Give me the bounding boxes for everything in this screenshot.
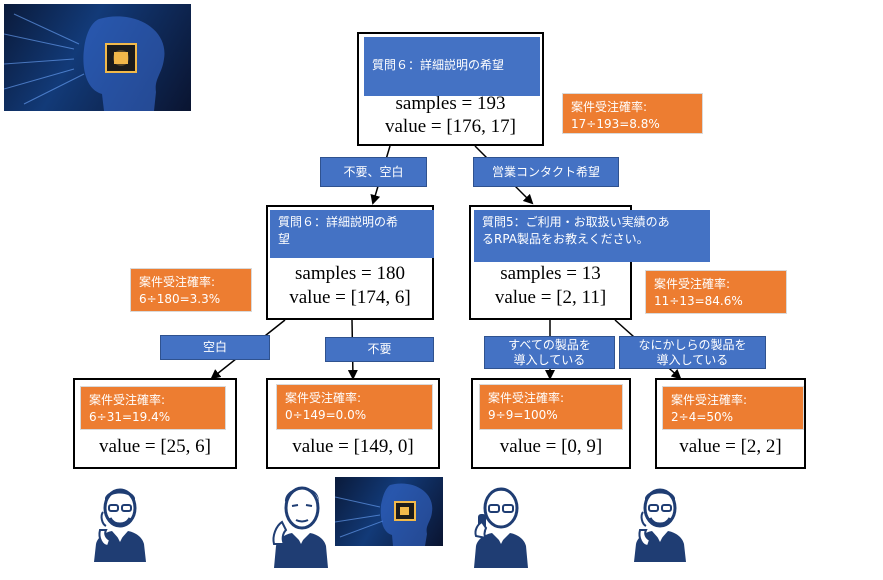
leaf-4-rate-value: 2÷4=50% [671, 410, 734, 424]
edge-label-rl-line1: すべての製品を [508, 338, 591, 352]
left-question: 質問６：詳細説明の希 望 [270, 210, 434, 258]
right-rate-value: 11÷13=84.6% [654, 294, 743, 308]
left-question-line1: 質問６：詳細説明の希 [278, 215, 399, 229]
leaf-1-rate: 案件受注確率: 6÷31=19.4% [80, 386, 226, 430]
edge-label-lr: 不要 [325, 337, 434, 362]
root-samples: samples = 193 [395, 93, 506, 114]
leaf-2-value: value = [149, 0] [292, 436, 414, 457]
left-rate-value: 6÷180=3.3% [139, 292, 221, 306]
customer-headset-icon-1 [94, 488, 146, 562]
leaf-3-value: value = [0, 9] [499, 436, 603, 457]
customer-thinking-icon-2 [272, 486, 328, 568]
left-question-line2: 望 [278, 232, 291, 246]
leaf-3-rate-value: 9÷9=100% [488, 408, 558, 422]
right-rate-title: 案件受注確率: [654, 277, 731, 291]
leaf-4-value: value = [2, 2] [679, 436, 782, 457]
edge-label-rr: なにかしらの製品を 導入している [619, 336, 766, 369]
right-question-line1: 質問5：ご利用・お取扱い実績のあ [482, 215, 670, 229]
edge-label-rr-line1: なにかしらの製品を [638, 338, 747, 352]
edge-label-rr-line2: 導入している [656, 353, 729, 367]
leaf-4-rate-title: 案件受注確率: [671, 393, 748, 407]
root-question-text: 質問６：詳細説明の希望 [372, 58, 505, 72]
left-samples: samples = 180 [295, 263, 405, 284]
right-value: value = [2, 11] [494, 287, 607, 308]
leaf-4-rate: 案件受注確率: 2÷4=50% [662, 386, 804, 430]
right-question: 質問5：ご利用・お取扱い実績のあ るRPA製品をお教えください。 [474, 210, 710, 262]
left-rate: 案件受注確率: 6÷180=3.3% [130, 268, 252, 312]
leaf-3-rate: 案件受注確率: 9÷9=100% [479, 384, 623, 430]
edge-label-rl: すべての製品を 導入している [484, 336, 615, 369]
root-question: 質問６：詳細説明の希望 [364, 37, 540, 96]
edge-label-ll: 空白 [160, 335, 270, 360]
leaf-2-rate-value: 0÷149=0.0% [285, 408, 367, 422]
leaf-1-rate-title: 案件受注確率: [89, 393, 166, 407]
left-value: value = [174, 6] [289, 287, 411, 308]
root-rate-value: 17÷193=8.8% [571, 117, 660, 131]
leaf-1-rate-value: 6÷31=19.4% [89, 410, 171, 424]
edge-label-rl-line2: 導入している [513, 353, 586, 367]
edge-label-right: 営業コンタクト希望 [473, 157, 619, 187]
leaf-1-value: value = [25, 6] [98, 436, 211, 457]
customer-phone-icon-3 [474, 487, 528, 568]
leaf-2-rate: 案件受注確率: 0÷149=0.0% [276, 384, 433, 430]
leaf-3-rate-title: 案件受注確率: [488, 391, 565, 405]
root-value: value = [176, 17] [384, 116, 516, 137]
ai-brain-art-small [335, 483, 433, 546]
ai-brain-art [4, 13, 165, 111]
right-samples: samples = 13 [500, 263, 601, 284]
root-rate-title: 案件受注確率: [571, 100, 648, 114]
right-question-line2: るRPA製品をお教えください。 [482, 232, 649, 246]
right-rate: 案件受注確率: 11÷13=84.6% [645, 270, 787, 314]
edge-label-left: 不要、空白 [320, 157, 427, 187]
left-rate-title: 案件受注確率: [139, 275, 216, 289]
customer-headset-icon-4 [634, 488, 686, 562]
ai-brain-image-bottom [335, 477, 443, 546]
root-rate: 案件受注確率: 17÷193=8.8% [562, 93, 703, 134]
ai-brain-image-top [4, 4, 191, 111]
leaf-2-rate-title: 案件受注確率: [285, 391, 362, 405]
